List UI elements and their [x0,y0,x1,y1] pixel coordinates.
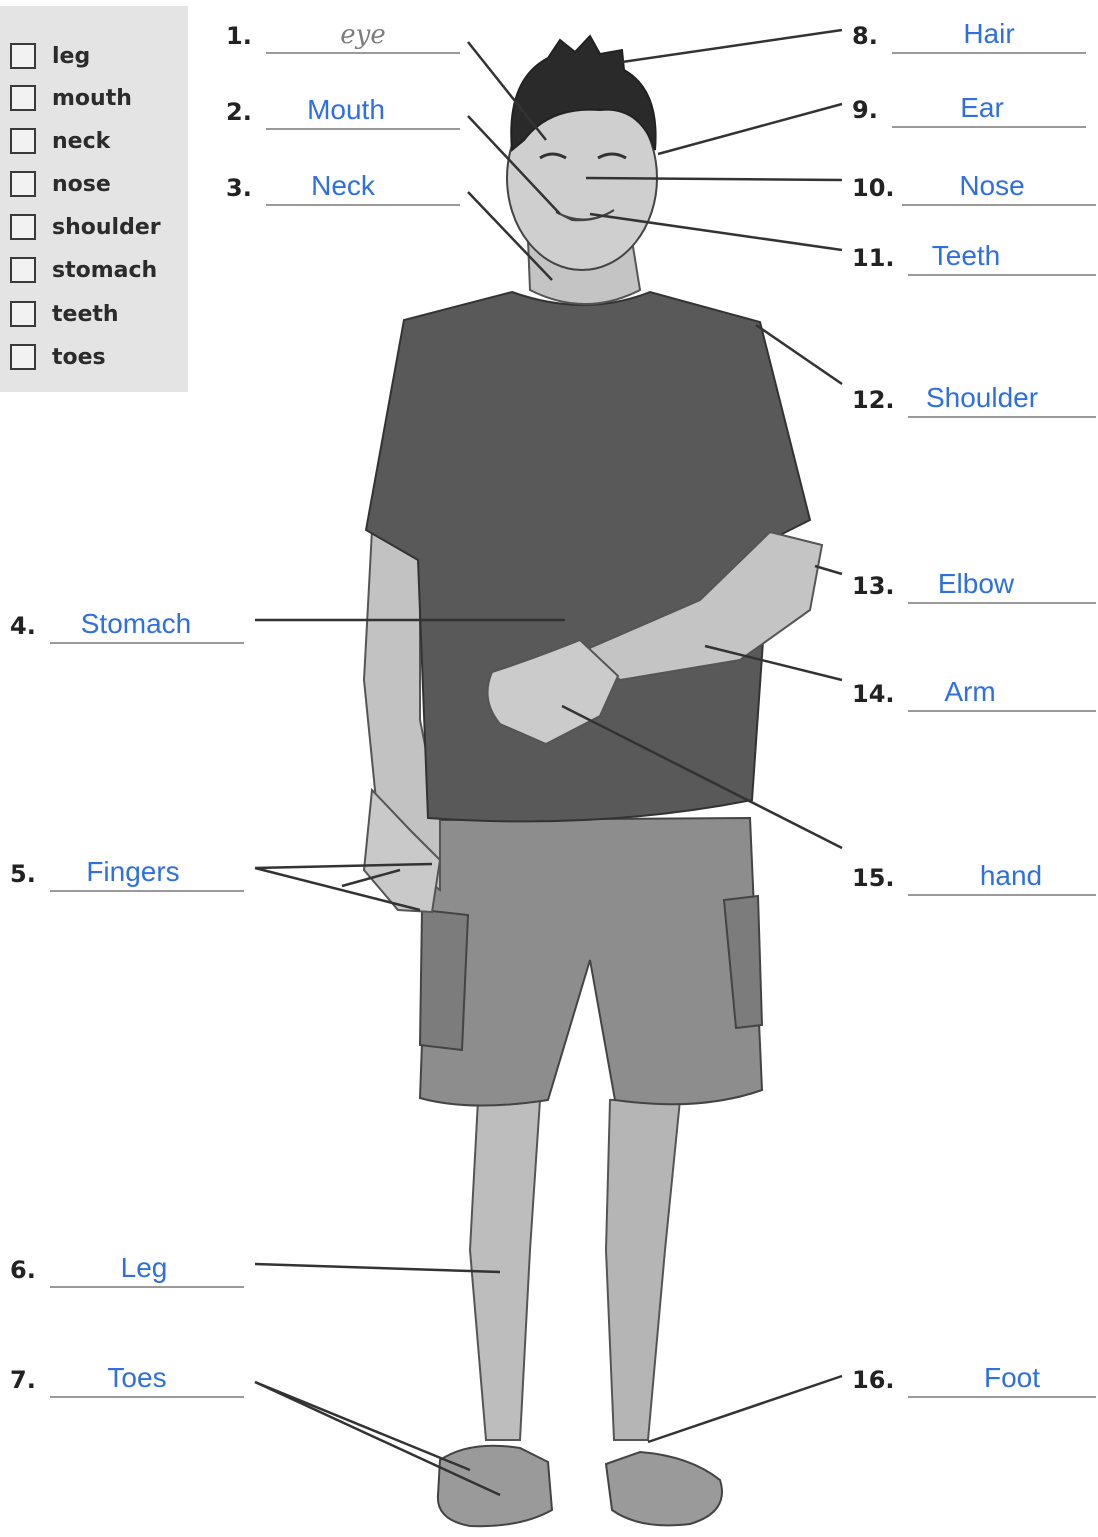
answer-number: 3. [226,174,252,202]
checkbox[interactable] [10,43,36,69]
answer-number: 13. [852,572,895,600]
answer-7: 7. Toes [10,1344,246,1404]
word-item-teeth[interactable]: teeth [10,296,119,332]
answer-text[interactable]: Teeth [908,240,1024,272]
answer-blank[interactable] [908,710,1096,712]
answer-blank[interactable] [266,128,460,130]
answer-blank[interactable] [908,602,1096,604]
answer-10: 10.Nose [852,152,1096,212]
answer-text[interactable]: Arm [908,676,1032,708]
answer-number: 11. [852,244,895,272]
answer-text[interactable]: Shoulder [908,382,1056,414]
answer-number: 12. [852,386,895,414]
word-item-shoulder[interactable]: shoulder [10,209,161,245]
answer-text[interactable]: Neck [266,170,420,202]
answer-text[interactable]: Nose [902,170,1082,202]
answer-3: 3. Neck [226,152,462,212]
checkbox[interactable] [10,85,36,111]
answer-number: 9. [852,96,878,124]
answer-text[interactable]: Ear [892,92,1072,124]
word-bank: leg mouth neck nose shoulder stomach tee… [0,6,188,392]
answer-8: 8. Hair [852,0,1088,60]
answer-blank[interactable] [902,204,1096,206]
answer-text[interactable]: Foot [908,1362,1098,1394]
answer-text[interactable]: Mouth [266,94,426,126]
word-label: teeth [52,302,119,327]
word-item-nose[interactable]: nose [10,166,111,202]
answer-13: 13. Elbow [852,550,1096,610]
answer-number: 10. [852,174,895,202]
answer-14: 14. Arm [852,658,1096,718]
answer-blank[interactable] [266,52,460,54]
word-label: neck [52,129,110,154]
answer-text[interactable]: Stomach [50,608,222,640]
answer-blank[interactable] [908,274,1096,276]
answer-2: 2. Mouth [226,76,462,136]
answer-number: 5. [10,860,36,888]
answer-6: 6. Leg [10,1234,246,1294]
word-item-neck[interactable]: neck [10,123,110,159]
word-item-leg[interactable]: leg [10,38,90,74]
answer-text[interactable]: eye [266,20,460,50]
word-label: nose [52,172,111,197]
answer-blank[interactable] [908,894,1096,896]
answer-number: 7. [10,1366,36,1394]
answer-1: 1. eye [226,0,462,60]
answer-number: 14. [852,680,895,708]
word-item-stomach[interactable]: stomach [10,252,157,288]
answer-text[interactable]: Elbow [908,568,1044,600]
answer-blank[interactable] [908,416,1096,418]
answer-blank[interactable] [50,642,244,644]
checkbox[interactable] [10,301,36,327]
word-label: stomach [52,258,157,283]
answer-blank[interactable] [892,52,1086,54]
answer-15: 15. hand [852,842,1096,902]
answer-blank[interactable] [50,890,244,892]
answer-11: 11. Teeth [852,222,1096,282]
checkbox[interactable] [10,128,36,154]
checkbox[interactable] [10,344,36,370]
answer-number: 4. [10,612,36,640]
checkbox[interactable] [10,257,36,283]
answer-text[interactable]: hand [908,860,1098,892]
answer-5: 5. Fingers [10,838,246,898]
answer-number: 2. [226,98,252,126]
answer-9: 9. Ear [852,74,1088,134]
answer-blank[interactable] [892,126,1086,128]
answer-number: 8. [852,22,878,50]
answer-number: 15. [852,864,895,892]
checkbox[interactable] [10,171,36,197]
answer-blank[interactable] [50,1396,244,1398]
answer-text[interactable]: Hair [892,18,1086,50]
word-label: toes [52,345,106,370]
word-label: leg [52,44,90,69]
answer-12: 12. Shoulder [852,364,1096,424]
answer-number: 1. [226,22,252,50]
answer-text[interactable]: Toes [50,1362,224,1394]
answer-text[interactable]: Fingers [50,856,216,888]
word-label: mouth [52,86,132,111]
answer-blank[interactable] [50,1286,244,1288]
answer-number: 16. [852,1366,895,1394]
word-item-toes[interactable]: toes [10,339,106,375]
word-label: shoulder [52,215,161,240]
word-item-mouth[interactable]: mouth [10,80,132,116]
answer-16: 16. Foot [852,1344,1096,1404]
answer-blank[interactable] [908,1396,1096,1398]
answer-number: 6. [10,1256,36,1284]
answer-4: 4. Stomach [10,590,246,650]
answer-blank[interactable] [266,204,460,206]
checkbox[interactable] [10,214,36,240]
answer-text[interactable]: Leg [50,1252,238,1284]
